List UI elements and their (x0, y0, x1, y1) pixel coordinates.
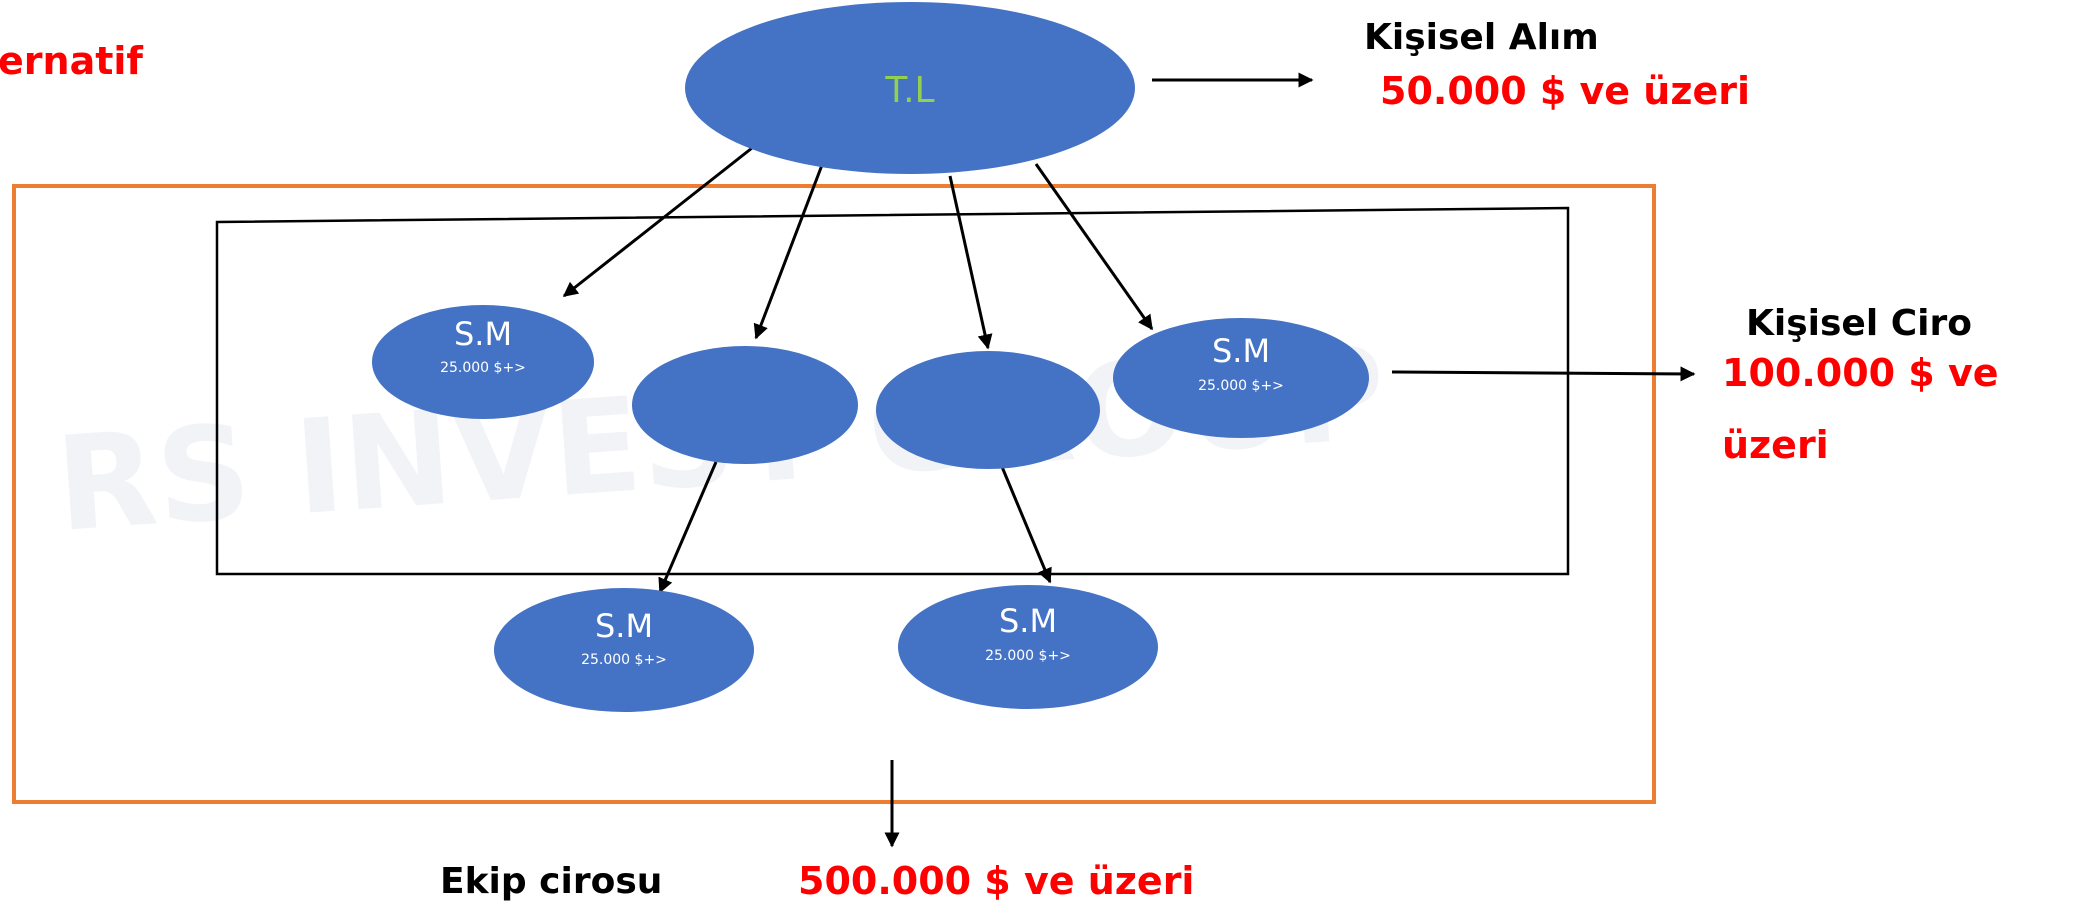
connector-arrow (998, 461, 1052, 584)
sm-node (372, 305, 594, 419)
root-node (685, 2, 1135, 174)
empty-node (876, 351, 1100, 469)
slide-title-fragment: ernatif (0, 39, 143, 83)
personal-turnover-label: Kişisel Ciro (1746, 303, 1972, 344)
inner-frame (215, 206, 1570, 576)
personal-turnover-value-cont: üzeri (1722, 423, 1829, 467)
sm-node-value: 25.000 $+> (440, 360, 526, 376)
team-turnover-value: 500.000 $ ve üzeri (798, 859, 1195, 903)
sm-node-value: 25.000 $+> (985, 648, 1071, 664)
personal-turnover-value: 100.000 $ ve (1722, 351, 1999, 395)
sm-node (898, 585, 1158, 709)
connector-arrow (658, 461, 718, 594)
sm-node (494, 588, 754, 712)
outer-frame (12, 184, 1656, 804)
sm-node-title: S.M (1212, 332, 1270, 370)
sm-node-title: S.M (454, 315, 512, 353)
team-turnover-label: Ekip cirosu (440, 861, 663, 902)
sm-node-title: S.M (595, 607, 653, 645)
sm-node (1113, 318, 1369, 438)
personal-purchase-label: Kişisel Alım (1364, 17, 1599, 58)
sm-node-value: 25.000 $+> (581, 652, 667, 668)
personal-purchase-value: 50.000 $ ve üzeri (1380, 69, 1751, 113)
connector-arrow (562, 146, 753, 298)
sm-node-title: S.M (999, 602, 1057, 640)
empty-node (632, 346, 858, 464)
root-node-label: T.L (884, 70, 934, 111)
sm-node-value: 25.000 $+> (1198, 378, 1284, 394)
connector-arrow (948, 175, 993, 350)
connector-arrow (1391, 366, 1696, 382)
connector-arrow (1034, 163, 1154, 331)
connector-arrow (753, 164, 824, 340)
